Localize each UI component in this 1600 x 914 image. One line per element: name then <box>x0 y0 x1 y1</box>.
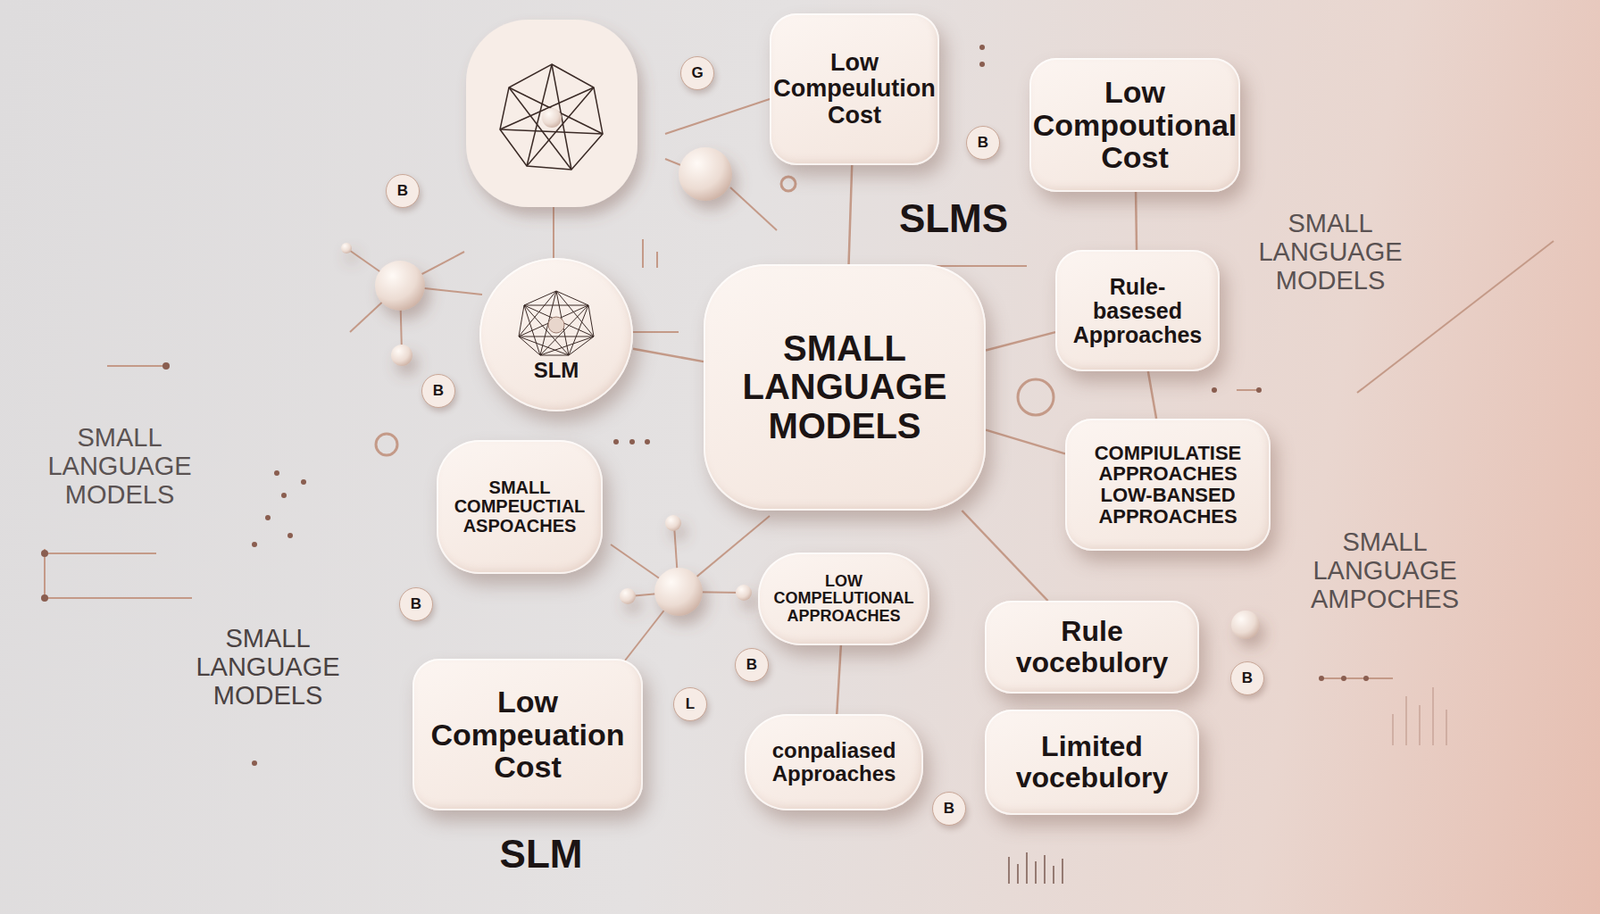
node-text: COMPIULATISE APPROACHES LOW-BANSED APPRO… <box>1077 442 1259 528</box>
approach-node: Rule-basesed Approaches <box>1055 250 1220 372</box>
callout-letter: B <box>421 374 456 409</box>
vocabulary-node: Rule vocebulory <box>984 600 1200 694</box>
approach-node: COMPIULATISE APPROACHES LOW-BANSED APPRO… <box>1065 418 1271 551</box>
watermark-label: SMALL LANGUAGE MODELS <box>174 625 362 711</box>
callout-letter: B <box>932 791 967 826</box>
callout-letter: B <box>966 125 1000 160</box>
slm-label: SLM <box>469 833 613 876</box>
node-text: SLM <box>533 358 580 383</box>
node-text: Low Compeuation Cost <box>425 685 631 784</box>
connector <box>836 645 842 715</box>
node-text: SMALL COMPEUCTIAL ASPOACHES <box>449 478 591 537</box>
node-text: Limited vocebulory <box>997 731 1187 793</box>
cost-node: Low Compeuation Cost <box>412 658 643 811</box>
approach-node: LOW COMPELUTIONAL APPROACHES <box>758 552 930 646</box>
node-text: conpaliased Approaches <box>757 739 911 786</box>
callout-letter: B <box>1230 661 1265 696</box>
connector <box>633 349 704 362</box>
cost-node: Low Compeulution Cost <box>769 13 940 166</box>
connector <box>1148 371 1157 419</box>
callout-letter: B <box>399 587 434 622</box>
callout-letter: B <box>385 174 420 209</box>
slm-circle: SLM <box>479 258 634 412</box>
connector <box>985 332 1056 350</box>
leader-lines <box>44 98 1554 679</box>
watermark-label: SMALL LANGUAGE MODELS <box>1236 209 1425 296</box>
node-text: SMALL LANGUAGE MODELS <box>721 329 968 446</box>
dots <box>41 44 1369 767</box>
cost-node: Low Compoutional Cost <box>1029 58 1241 192</box>
watermark-label: SMALL LANGUAGE MODELS <box>21 424 218 510</box>
connector <box>1135 191 1138 250</box>
approach-node: SMALL COMPEUCTIAL ASPOACHES <box>436 440 603 575</box>
connector <box>985 430 1066 455</box>
connector <box>961 510 1048 601</box>
vocabulary-node: Limited vocebulory <box>984 709 1200 816</box>
network-icon-box <box>466 19 638 208</box>
node-text: Low Compoutional Cost <box>1033 75 1238 175</box>
network-icon <box>513 287 600 359</box>
node-text: Low Compeulution Cost <box>773 50 935 128</box>
heading-label: SLMS <box>850 197 1057 241</box>
node-text: Rule-basesed Approaches <box>1067 275 1208 348</box>
node-text: B <box>746 657 758 674</box>
node-text: B <box>397 183 409 200</box>
node-text: B <box>1241 670 1253 687</box>
callout-letter: L <box>673 687 708 722</box>
central-node: SMALL LANGUAGE MODELS <box>703 264 986 511</box>
node-text: B <box>433 383 444 400</box>
node-text: G <box>691 65 703 82</box>
node-text: LOW COMPELUTIONAL APPROACHES <box>770 573 917 625</box>
node-text: B <box>410 596 422 613</box>
node-text: Rule vocebulory <box>997 616 1187 678</box>
callout-letter: G <box>680 56 715 91</box>
node-text: B <box>943 800 955 817</box>
node-text: B <box>977 134 989 151</box>
watermark-label: SMALL LANGUAGE AMPOCHES <box>1282 528 1488 615</box>
approach-node: conpaliased Approaches <box>744 714 924 811</box>
callout-letter: B <box>734 648 769 683</box>
node-text: L <box>685 696 695 713</box>
connector <box>849 165 853 265</box>
